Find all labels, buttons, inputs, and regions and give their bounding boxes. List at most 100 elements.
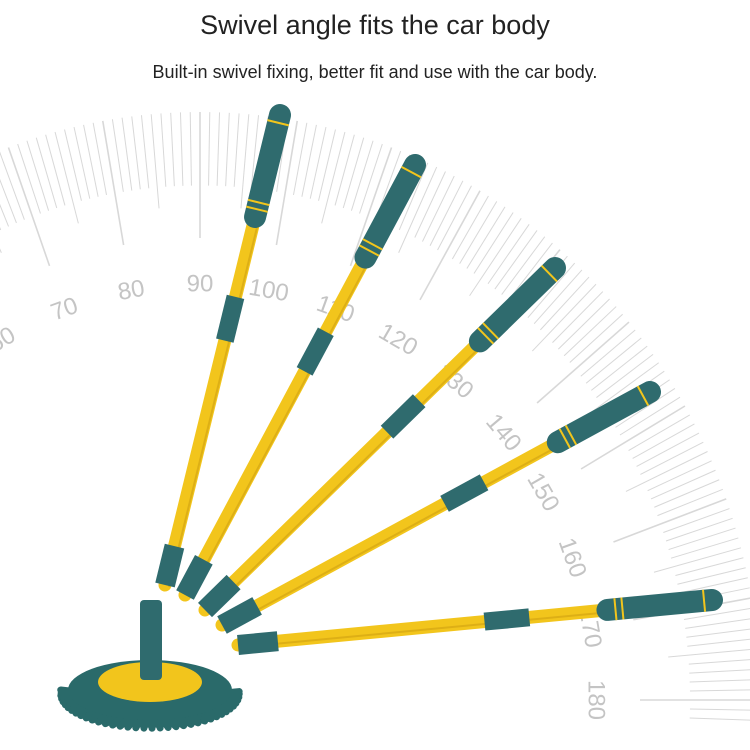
- scale-tick: [26, 140, 50, 211]
- scale-tick: [677, 567, 746, 585]
- scale-tick: [688, 659, 750, 665]
- scale-tick: [670, 537, 739, 559]
- connector-collar: [483, 608, 531, 631]
- scale-tick: [689, 717, 750, 721]
- scale-tick: [473, 212, 514, 274]
- scale-tick: [591, 345, 648, 391]
- scale-tick: [687, 638, 750, 647]
- scale-tick: [0, 151, 25, 220]
- scale-tick: [233, 113, 240, 187]
- mop-handle: [198, 257, 566, 618]
- scale-tick: [437, 185, 472, 251]
- scale-tick: [653, 547, 742, 573]
- mop-handle: [231, 589, 723, 655]
- grip: [546, 381, 661, 454]
- scale-tick: [689, 689, 750, 692]
- scale-tick: [64, 129, 82, 201]
- connector-collar: [296, 327, 334, 376]
- scale-tick: [494, 230, 538, 290]
- scale-tick: [0, 178, 17, 224]
- mop-handle: [155, 104, 291, 592]
- mop-head: [57, 600, 243, 732]
- scale-tick: [349, 147, 393, 267]
- mop-handles: [155, 104, 723, 655]
- connector-collar: [216, 294, 245, 343]
- scale-label: 180: [583, 680, 610, 720]
- scale-tick: [111, 119, 124, 192]
- grip: [354, 154, 426, 269]
- scale-tick: [632, 423, 695, 459]
- scale-tick: [636, 432, 700, 467]
- scale-tick: [580, 329, 636, 377]
- scale-tick: [650, 469, 716, 500]
- scale-tick: [398, 166, 438, 253]
- swivel-joint: [140, 600, 162, 680]
- scale-tick: [414, 171, 446, 238]
- scale-tick: [170, 112, 175, 187]
- scale-tick: [179, 112, 184, 186]
- scale-tick: [275, 120, 299, 246]
- scale-label: 70: [47, 292, 81, 327]
- scale-label: 150: [521, 468, 564, 516]
- scale-tick: [584, 362, 660, 418]
- scale-tick: [569, 313, 623, 363]
- scale-tick: [501, 236, 546, 295]
- scale-tick: [150, 114, 160, 209]
- scale-tick: [596, 353, 654, 398]
- scale-tick: [208, 112, 211, 186]
- scale-label: 80: [116, 275, 147, 306]
- scale-tick: [0, 227, 2, 231]
- scale-tick: [552, 291, 604, 343]
- page-subtitle: Built-in swivel fixing, better fit and u…: [152, 62, 598, 82]
- scale-tick: [35, 137, 58, 209]
- scale-label: 140: [480, 409, 526, 457]
- scale-tick: [160, 113, 167, 187]
- scale-label: 90: [187, 271, 214, 298]
- scale-tick: [131, 116, 141, 190]
- scale-tick: [628, 414, 691, 451]
- scale-tick: [321, 131, 346, 224]
- scale-tick: [585, 337, 642, 384]
- scale-tick: [689, 679, 750, 683]
- scale-tick: [558, 298, 610, 350]
- scale-tick: [318, 129, 336, 201]
- scale-tick: [189, 112, 192, 186]
- scale-tick: [679, 577, 748, 594]
- connector-collar: [380, 394, 426, 439]
- scale-tick: [293, 122, 308, 196]
- page-title: Swivel angle fits the car body: [200, 10, 550, 40]
- scale-tick: [619, 396, 681, 436]
- scale-tick: [101, 120, 125, 246]
- grip: [596, 589, 723, 621]
- scale-tick: [615, 387, 676, 428]
- scale-tick: [689, 708, 750, 711]
- scale-tick: [668, 527, 736, 551]
- scale-tick: [350, 140, 374, 211]
- scale-tick: [675, 557, 744, 577]
- scale-tick: [342, 137, 365, 209]
- scale-tick: [0, 203, 10, 227]
- scale-tick: [121, 117, 133, 191]
- scale-tick: [398, 162, 429, 231]
- scale-tick: [536, 321, 630, 404]
- scale-tick: [334, 134, 355, 206]
- scale-tick: [613, 498, 727, 543]
- scale-tick: [625, 451, 708, 492]
- scale-tick: [665, 517, 733, 542]
- scale-tick: [531, 283, 597, 352]
- scale-tick: [466, 206, 506, 269]
- scale-tick: [216, 112, 221, 186]
- scale-tick: [422, 175, 455, 242]
- grip: [468, 257, 566, 353]
- connector-collar: [440, 474, 489, 512]
- scale-tick: [140, 115, 150, 189]
- scale-label: 160: [553, 534, 592, 581]
- scale-tick: [685, 618, 750, 629]
- scale-tick: [225, 112, 230, 187]
- mop-handle: [176, 154, 426, 602]
- scale-tick: [668, 648, 750, 658]
- scale-label: 60: [0, 321, 20, 358]
- scale-tick: [683, 608, 750, 621]
